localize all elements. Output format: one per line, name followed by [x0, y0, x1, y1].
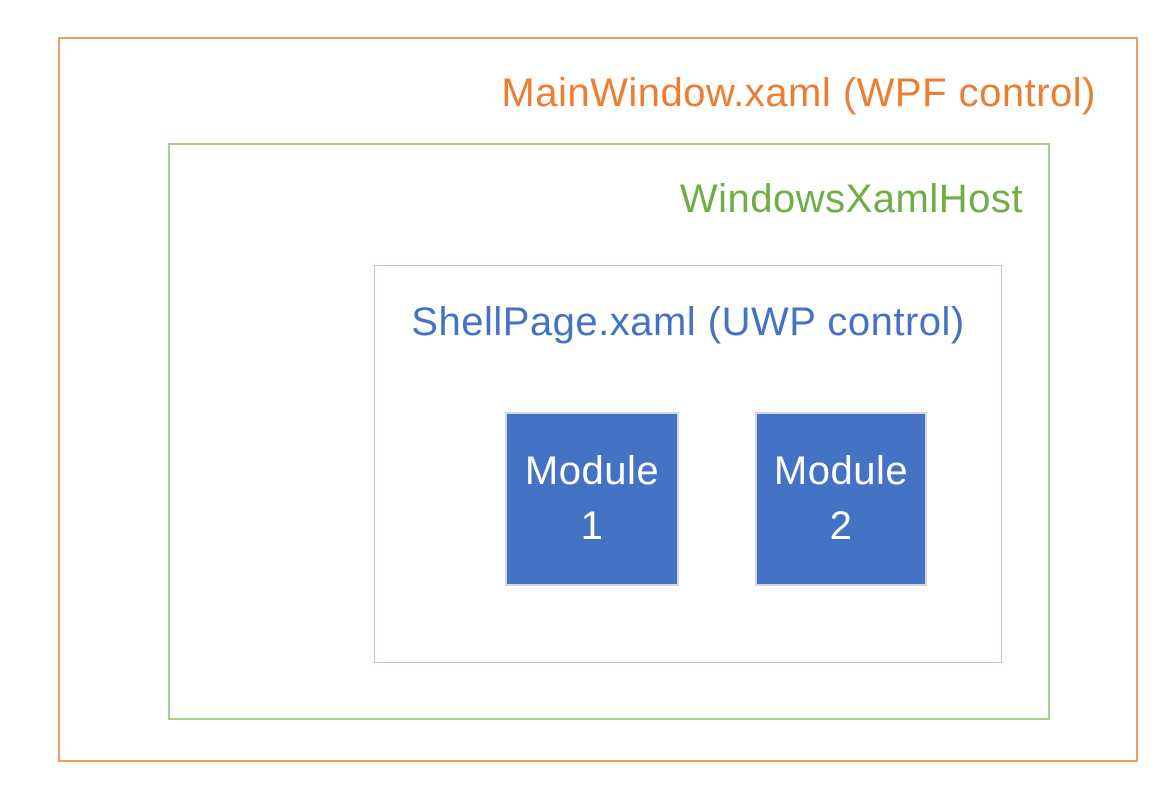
mainwindow-wpf-box: MainWindow.xaml (WPF control) WindowsXam… [58, 37, 1138, 762]
module-2-label-line2: 2 [829, 504, 853, 548]
windowsxamlhost-label: WindowsXamlHost [679, 177, 1023, 221]
module-2-label-line1: Module [773, 449, 909, 493]
module-1-label-line1: Module [524, 449, 660, 493]
shellpage-label: ShellPage.xaml (UWP control) [411, 300, 965, 344]
shellpage-uwp-box: ShellPage.xaml (UWP control) Module 1 Mo… [374, 265, 1002, 663]
module-1-label-line2: 1 [580, 504, 604, 548]
mainwindow-label: MainWindow.xaml (WPF control) [501, 71, 1096, 115]
module-2-box: Module 2 [755, 412, 927, 586]
module-1-box: Module 1 [505, 412, 679, 586]
windowsxamlhost-box: WindowsXamlHost ShellPage.xaml (UWP cont… [168, 143, 1050, 720]
